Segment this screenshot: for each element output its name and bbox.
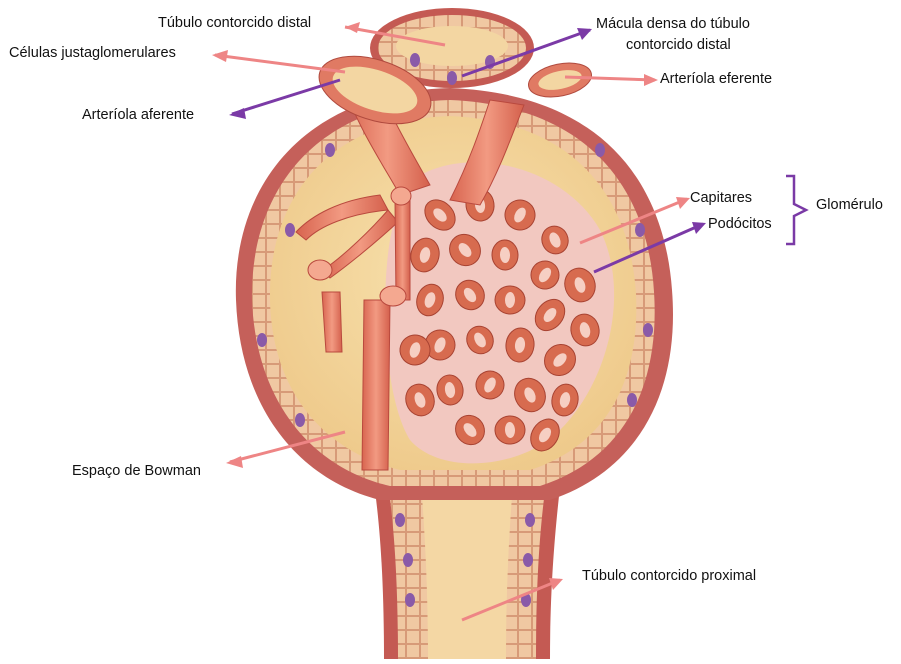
arrow-afferent: [232, 80, 340, 114]
glomerulus-bracket: [786, 176, 806, 244]
label-glomerulus: Glomérulo: [816, 197, 883, 214]
nucleus: [595, 143, 605, 157]
label-efferent-arteriole: Arteríola eferente: [660, 71, 772, 88]
label-macula-densa-line1: Mácula densa do túbulo: [596, 16, 750, 33]
nucleus: [523, 553, 533, 567]
nucleus: [447, 71, 457, 85]
nucleus: [325, 143, 335, 157]
label-proximal-tubule: Túbulo contorcido proximal: [582, 568, 756, 585]
nucleus: [403, 553, 413, 567]
efferent-arteriole-shape: [525, 58, 594, 103]
nucleus: [295, 413, 305, 427]
label-bowman-space: Espaço de Bowman: [72, 463, 201, 480]
label-podocytes: Podócitos: [708, 216, 772, 233]
nucleus: [285, 223, 295, 237]
label-macula-densa-line2: contorcido distal: [626, 37, 731, 54]
nucleus: [405, 593, 415, 607]
nucleus: [525, 513, 535, 527]
label-distal-tubule: Túbulo contorcido distal: [158, 15, 311, 32]
nucleus: [635, 223, 645, 237]
nucleus: [627, 393, 637, 407]
label-capillaries: Capitares: [690, 190, 752, 207]
nucleus: [410, 53, 420, 67]
nucleus: [643, 323, 653, 337]
nucleus: [395, 513, 405, 527]
label-afferent-arteriole: Arteríola aferente: [82, 107, 194, 124]
nucleus: [257, 333, 267, 347]
label-juxtaglomerular-cells: Células justaglomerulares: [9, 45, 176, 62]
